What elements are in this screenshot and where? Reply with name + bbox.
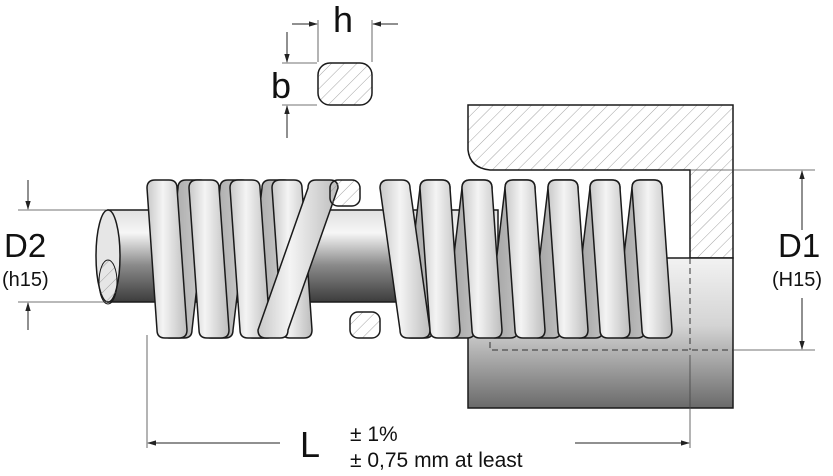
label-l: L xyxy=(300,424,320,465)
spring-coil xyxy=(257,179,339,339)
spring-coil xyxy=(504,179,546,339)
dimension-l: L ± 1% ± 0,75 mm at least xyxy=(146,335,691,472)
spring-coil xyxy=(547,179,589,339)
label-l-tolerance-min: ± 0,75 mm at least xyxy=(350,449,523,472)
die-spring-coils xyxy=(146,179,673,339)
spring-coil xyxy=(146,179,188,339)
spring-coil xyxy=(188,179,230,339)
label-d2: D2 xyxy=(4,227,46,264)
wire-section-top xyxy=(329,179,361,207)
bore-hidden-line xyxy=(489,262,733,351)
spring-coil xyxy=(461,179,503,339)
spring-coil xyxy=(419,179,461,339)
dimension-d2: D2 (h15) xyxy=(2,180,106,330)
label-d1-tolerance: (H15) xyxy=(772,269,822,291)
spring-coil xyxy=(589,179,631,339)
label-l-tolerance-percent: ± 1% xyxy=(350,423,398,446)
label-b: b xyxy=(271,65,291,106)
wire-profile-detail: h b xyxy=(271,0,398,138)
wire-section-bottom xyxy=(349,311,381,339)
label-d2-tolerance: (h15) xyxy=(2,269,49,291)
wire-profile xyxy=(317,62,373,106)
dimension-d1: D1 (H15) xyxy=(690,169,822,351)
label-d1: D1 xyxy=(778,227,820,264)
spring-coil xyxy=(631,179,673,339)
label-h: h xyxy=(333,0,353,40)
